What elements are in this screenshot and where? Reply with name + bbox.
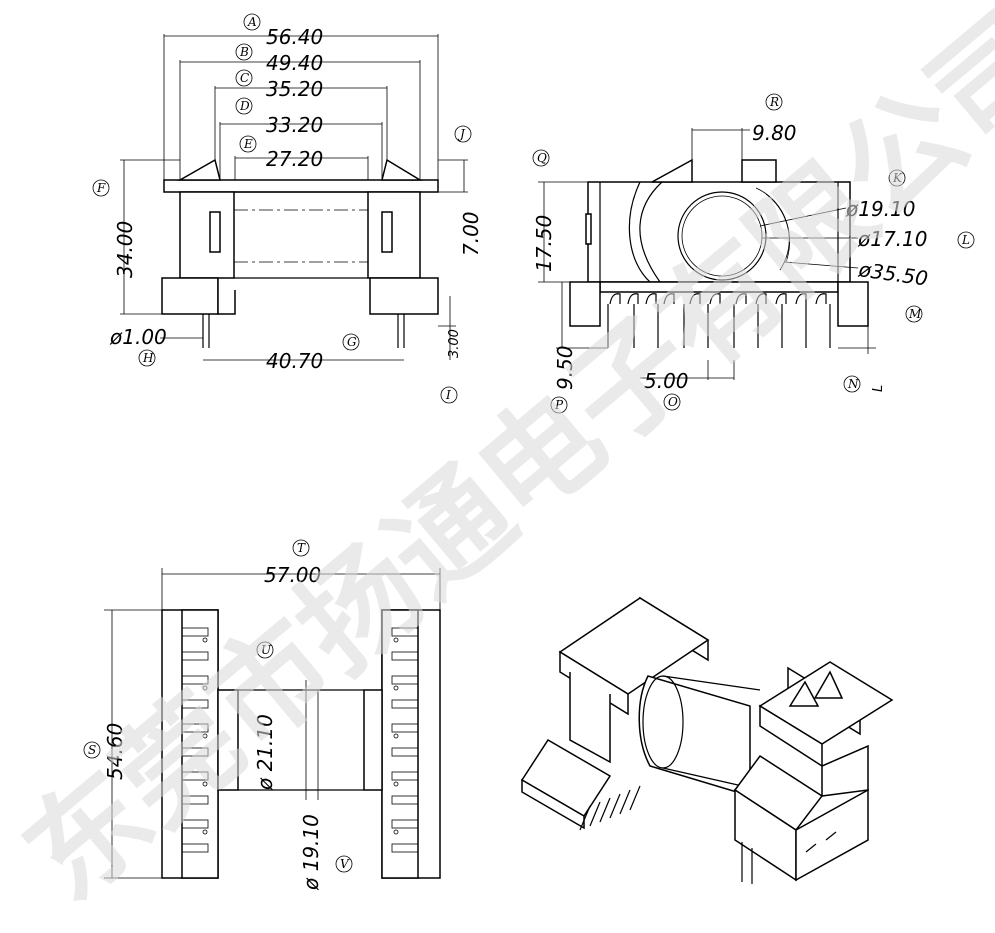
- tag-v: V: [335, 855, 353, 873]
- tag-i: I: [440, 386, 458, 404]
- tag-c: C: [235, 69, 253, 87]
- tag-f: F: [92, 179, 110, 197]
- dim-j: 7.00: [459, 211, 483, 256]
- dim-r: 9.80: [752, 121, 797, 145]
- svg-text:I: I: [445, 388, 451, 402]
- svg-text:G: G: [347, 335, 357, 349]
- dim-c: 35.20: [266, 77, 323, 101]
- tag-l: L: [957, 231, 975, 249]
- svg-text:M: M: [908, 307, 922, 321]
- svg-text:P: P: [554, 398, 564, 412]
- tag-m: M: [905, 305, 923, 323]
- svg-text:S: S: [88, 743, 96, 757]
- dim-i: 3.00: [447, 329, 462, 358]
- dim-v: ø 19.10: [299, 814, 323, 891]
- svg-text:U: U: [261, 643, 272, 657]
- svg-text:N: N: [847, 377, 859, 391]
- svg-text:T: T: [297, 541, 306, 555]
- tag-o: O: [663, 393, 681, 411]
- svg-text:J: J: [457, 127, 466, 141]
- dim-f: 34.00: [113, 221, 137, 278]
- tag-j: J: [454, 125, 472, 143]
- tag-k: K: [888, 169, 906, 187]
- dim-s: 54.60: [103, 723, 127, 780]
- svg-text:D: D: [239, 99, 250, 113]
- svg-text:H: H: [142, 351, 154, 365]
- svg-text:V: V: [340, 857, 350, 871]
- dim-p: 9.50: [553, 345, 577, 390]
- dim-u: ø 21.10: [253, 714, 277, 791]
- dim-l: ø17.10: [857, 227, 928, 251]
- tag-q: Q: [532, 149, 550, 167]
- svg-text:Q: Q: [537, 151, 547, 165]
- front-view: 56.40 49.40 35.20 33.20 27.20 34.00 40.7…: [92, 13, 483, 404]
- dim-e: 27.20: [266, 147, 323, 171]
- pin-pads-right: [391, 627, 419, 853]
- tag-e: E: [239, 135, 257, 153]
- tag-d: D: [235, 97, 253, 115]
- tag-s: S: [83, 741, 101, 759]
- svg-text:F: F: [96, 181, 106, 195]
- dim-q: 17.50: [532, 215, 556, 272]
- svg-text:L: L: [961, 233, 970, 247]
- dim-a: 56.40: [266, 25, 323, 49]
- dim-n: L: [871, 385, 886, 392]
- dim-b: 49.40: [266, 51, 323, 75]
- tag-n: N: [843, 375, 861, 393]
- dim-g: 40.70: [266, 349, 323, 373]
- svg-text:E: E: [243, 137, 253, 151]
- dim-t: 57.00: [264, 563, 321, 587]
- svg-text:K: K: [892, 171, 903, 185]
- isometric-view: [520, 596, 894, 884]
- svg-text:A: A: [247, 15, 257, 29]
- side-view: 17.50 9.50 5.00 9.80 ø19.10 ø17.10 ø35.5…: [532, 93, 975, 414]
- svg-text:O: O: [668, 395, 678, 409]
- pin-pads-left: [181, 627, 209, 853]
- tag-t: T: [292, 539, 310, 557]
- svg-text:R: R: [769, 95, 779, 109]
- svg-text:C: C: [240, 71, 249, 85]
- bottom-view: 57.00 54.60 ø 21.10 ø 19.10 T S U V: [83, 539, 441, 891]
- dim-d: 33.20: [266, 113, 323, 137]
- tag-r: R: [765, 93, 783, 111]
- tag-p: P: [550, 396, 568, 414]
- tag-a: A: [243, 13, 261, 31]
- dim-k: ø19.10: [845, 197, 916, 221]
- tag-u: U: [256, 641, 274, 659]
- tag-g: G: [342, 333, 360, 351]
- dim-h: ø1.00: [109, 325, 167, 349]
- dim-o: 5.00: [644, 369, 689, 393]
- tag-h: H: [138, 349, 156, 367]
- svg-text:B: B: [239, 45, 249, 59]
- tag-b: B: [235, 43, 253, 61]
